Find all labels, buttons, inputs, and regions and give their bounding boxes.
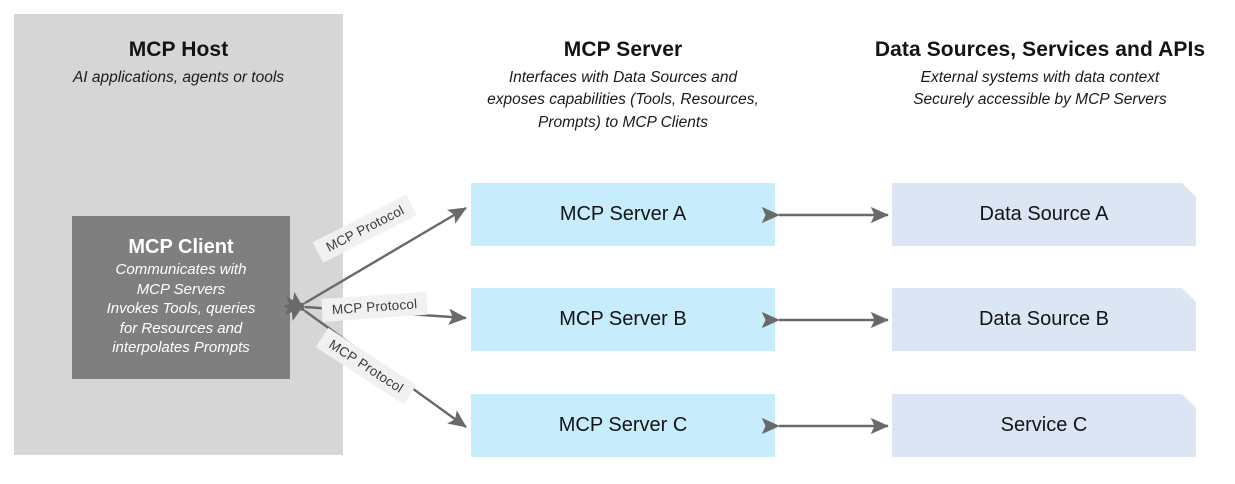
data-source-b-box: Data Source B xyxy=(892,288,1196,351)
data-source-a-box: Data Source A xyxy=(892,183,1196,246)
mcp-host-subtitle: AI applications, agents or tools xyxy=(72,68,285,86)
mcp-server-b-box: MCP Server B xyxy=(471,288,775,351)
mcp-host-heading: MCP Host AI applications, agents or tool… xyxy=(14,36,343,89)
mcp-client-description-line-3: Invokes Tools, queries xyxy=(106,300,256,318)
mcp-server-heading: MCP Server Interfaces with Data Sources … xyxy=(455,36,791,134)
mcp-client-title: MCP Client xyxy=(128,236,234,259)
data-source-c-box: Service C xyxy=(892,394,1196,457)
mcp-client-description-line-5: interpolates Prompts xyxy=(112,339,250,357)
mcp-client-description-line-1: Communicates with xyxy=(115,261,247,279)
mcp-client-description-line-2: MCP Servers xyxy=(136,280,226,298)
mcp-client-description-line-4: for Resources and xyxy=(119,319,243,337)
mcp-server-a-label: MCP Server A xyxy=(559,203,687,225)
mcp-server-c-label: MCP Server C xyxy=(558,414,688,436)
data-sources-subtitle-line-2: Securely accessible by MCP Servers xyxy=(913,91,1167,109)
mcp-server-subtitle-line-1: Interfaces with Data Sources and xyxy=(508,68,738,86)
data-source-a-label: Data Source A xyxy=(979,203,1109,225)
mcp-server-a-box: MCP Server A xyxy=(471,183,775,246)
mcp-server-subtitle-line-3: Prompts) to MCP Clients xyxy=(538,113,708,131)
mcp-client-box: MCP Client Communicates with MCP Servers… xyxy=(72,216,290,379)
data-sources-heading: Data Sources, Services and APIs External… xyxy=(852,36,1228,112)
data-source-c-label: Service C xyxy=(1000,414,1088,436)
mcp-server-b-label: MCP Server B xyxy=(559,308,687,330)
mcp-host-title: MCP Host xyxy=(128,38,229,61)
data-source-b-label: Data Source B xyxy=(978,308,1110,330)
mcp-server-title: MCP Server xyxy=(563,38,683,61)
data-sources-title: Data Sources, Services and APIs xyxy=(874,38,1206,61)
mcp-server-subtitle-line-2: exposes capabilities (Tools, Resources, xyxy=(487,91,759,109)
data-sources-subtitle-line-1: External systems with data context xyxy=(920,68,1160,86)
mcp-server-c-box: MCP Server C xyxy=(471,394,775,457)
